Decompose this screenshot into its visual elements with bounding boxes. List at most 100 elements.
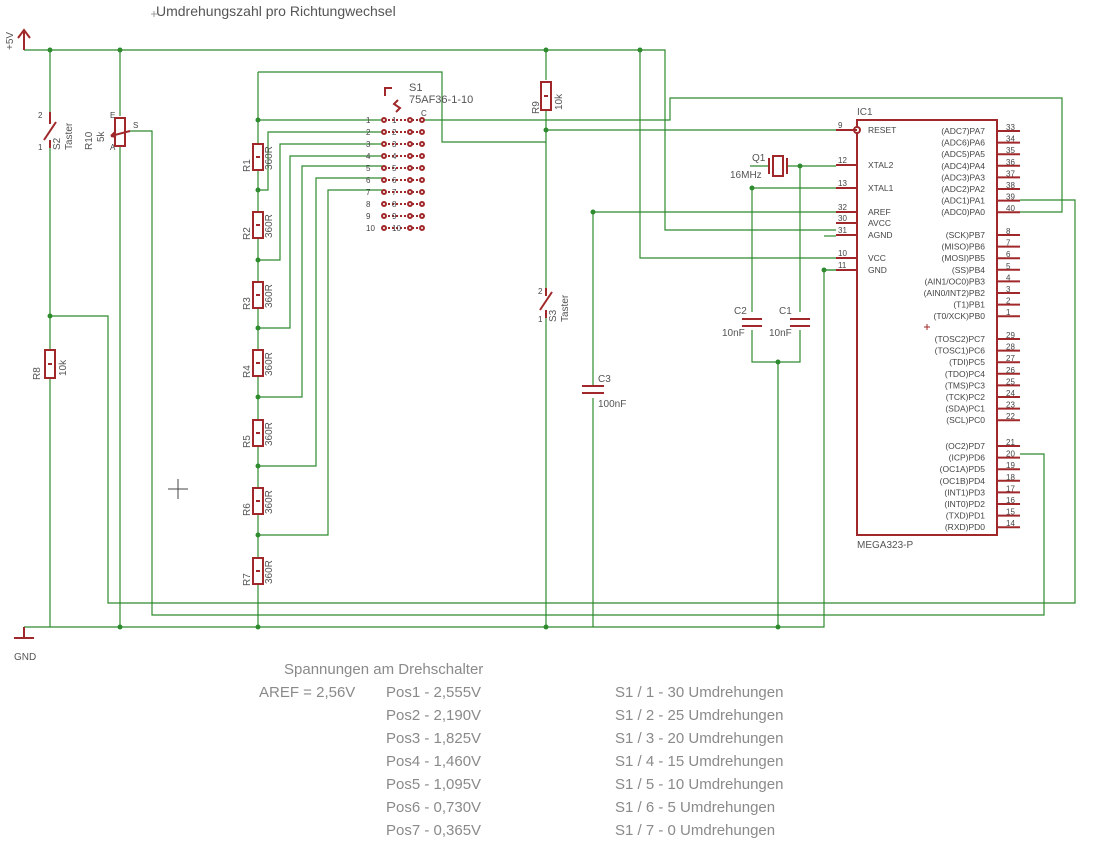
c2-name: C2	[734, 306, 747, 317]
ic-pin-name: XTAL2	[868, 160, 894, 170]
ic-pin-number: 36	[1006, 158, 1015, 167]
ic1-name: IC1	[857, 107, 873, 118]
ic-pin-name: (ADC6)PA6	[941, 138, 985, 148]
ic-pin-number: 37	[1006, 169, 1015, 178]
note-voltage: Pos7 - 0,365V	[386, 822, 481, 839]
switch-pin-inner: 10	[392, 224, 401, 233]
ic-pin-number: 12	[838, 156, 847, 165]
ic-pin-right: 1(T0/XCK)PB0	[934, 308, 1020, 321]
ic-pin-name: (ADC0)PA0	[941, 207, 985, 217]
svg-text:A: A	[110, 143, 116, 152]
ic-pin-name: (OC1B)PD4	[940, 476, 986, 486]
c2-value: 10nF	[722, 328, 745, 339]
switch-pin-inner: 8	[392, 200, 397, 209]
ic-pin-number: 32	[838, 203, 847, 212]
note-turns: S1 / 5 - 10 Umdrehungen	[615, 776, 783, 793]
switch-s3: 2 1 S3 Taster	[538, 287, 571, 324]
note-turns: S1 / 3 - 20 Umdrehungen	[615, 730, 783, 747]
ic-pin-right: 29 (TOSC2)PC7	[935, 331, 1020, 344]
ic-pin-number: 11	[838, 261, 847, 270]
ic-pin-name: (TDI)PC5	[949, 357, 985, 367]
note-voltage: Pos6 - 0,730V	[386, 799, 481, 816]
s2-value: Taster	[64, 122, 75, 150]
ic-pin-right: 21(OC2)PD7	[945, 438, 1020, 451]
ic-pin-right: 8(SCK)PB7	[946, 227, 1020, 240]
ic-pin-name: (SDA)PC1	[945, 404, 985, 414]
ladder-value: 360R	[264, 352, 275, 376]
s1-common-label: C	[421, 109, 427, 118]
ic-pin-name: (ADC5)PA5	[941, 149, 985, 159]
svg-text:2: 2	[538, 287, 543, 296]
ic-pin-number: 5	[1006, 262, 1011, 271]
ic-pin-left: 12 XTAL2	[836, 156, 894, 170]
s1-name: S1	[409, 82, 422, 94]
ic-pin-right: 39(ADC1)PA1	[941, 193, 1020, 206]
notes-heading: Spannungen am Drehschalter	[284, 661, 483, 678]
ic-pin-number: 20	[1006, 450, 1015, 459]
gnd-label: GND	[14, 652, 36, 663]
svg-text:2: 2	[38, 111, 43, 120]
ic-pin-name: (ADC1)PA1	[941, 196, 985, 206]
ic-pin-right: 3(AIN0/INT2)PB2	[924, 285, 1020, 298]
ic-pin-number: 24	[1006, 389, 1015, 398]
ic-pin-number: 14	[1006, 519, 1015, 528]
switch-pin-left: 2	[366, 128, 371, 137]
ic-pin-number: 29	[1006, 331, 1015, 340]
notes: Spannungen am Drehschalter AREF = 2,56V …	[259, 661, 783, 839]
ic-pin-name: (OC1A)PD5	[940, 464, 986, 474]
notes-aref: AREF = 2,56V	[259, 684, 355, 701]
s3-value: Taster	[560, 294, 571, 322]
ic-pin-number: 27	[1006, 354, 1015, 363]
note-voltage: Pos4 - 1,460V	[386, 753, 481, 770]
switch-pin-inner: 9	[392, 212, 397, 221]
ic-pin-right: 27 (TDI)PC5	[949, 354, 1020, 367]
capacitor-c2: C2 10nF	[722, 306, 762, 339]
note-turns: S1 / 7 - 0 Umdrehungen	[615, 822, 775, 839]
ic-pin-name: AGND	[868, 230, 893, 240]
ic-pin-name: (SS)PB4	[952, 265, 985, 275]
ic1-value: MEGA323-P	[857, 540, 913, 551]
ic-pin-number: 33	[1006, 123, 1015, 132]
r8-value: 10k	[58, 359, 69, 376]
switch-pin-inner: 7	[392, 188, 397, 197]
switch-pin-left: 8	[366, 200, 371, 209]
r10-name: R10	[84, 131, 95, 150]
ic-pin-number: 1	[1006, 308, 1011, 317]
c1-value: 10nF	[769, 328, 792, 339]
switch-pin-left: 6	[366, 176, 371, 185]
switch-pin: 10 10	[366, 224, 425, 233]
ladder-value: 360R	[264, 146, 275, 170]
ic-pin-name: (T1)PB1	[953, 300, 985, 310]
r9-name: R9	[531, 101, 542, 114]
ic-pin-right: 5 (SS)PB4	[952, 262, 1020, 275]
ic-pin-name: (TCK)PC2	[946, 392, 985, 402]
ic-pin-name: XTAL1	[868, 183, 894, 193]
junction-dots	[47, 47, 827, 630]
switch-pin-left: 10	[366, 224, 375, 233]
ic-pin-number: 31	[838, 226, 847, 235]
ic-pin-name: AREF	[868, 207, 891, 217]
ic-pin-name: (ADC3)PA3	[941, 172, 985, 182]
ic-pin-right: 15(TXD)PD1	[946, 508, 1020, 521]
r10-value: 5k	[96, 130, 107, 142]
ic-pin-name: (ADC7)PA7	[941, 126, 985, 136]
ic-pin-right: 14(RXD)PD0	[945, 519, 1020, 532]
switch-pin-left: 3	[366, 140, 371, 149]
ic-pin-name: (MISO)PB6	[942, 242, 986, 252]
c3-name: C3	[598, 374, 611, 385]
switch-pin-inner: 4	[392, 152, 397, 161]
ladder-value: 360R	[264, 284, 275, 308]
note-turns: S1 / 1 - 30 Umdrehungen	[615, 684, 783, 701]
ic-pin-name: (TOSC2)PC7	[935, 334, 986, 344]
ic-pin-name: (SCK)PB7	[946, 230, 985, 240]
ic-pin-name: (MOSI)PB5	[942, 253, 986, 263]
